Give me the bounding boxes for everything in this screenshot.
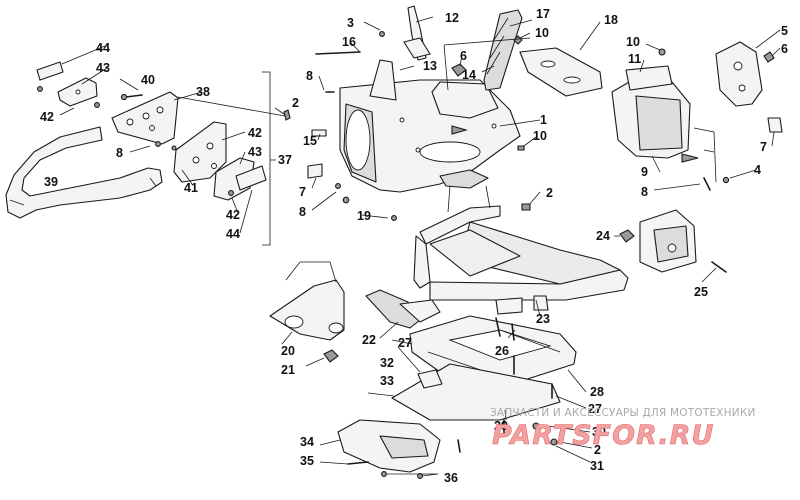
main-frame-group [365,185,727,339]
callout-4: 4 [754,163,761,177]
part-11 [625,65,673,91]
watermark: ЗАПЧАСТИ И АКСЕССУАРЫ ДЛЯ МОТОТЕХНИКИ PA… [490,407,756,451]
skid-plate-group [319,315,593,479]
callout-38: 38 [196,85,210,99]
callout-27: 27 [588,402,602,416]
callout-2: 2 [546,186,553,200]
callout-41: 41 [184,181,198,195]
callout-labels: 1 2 2 2 3 4 5 6 6 7 7 8 8 8 8 9 10 10 10… [40,7,788,485]
watermark-logo: PARTSFOR.RU [492,420,714,451]
callout-30: 30 [592,425,606,439]
callout-8: 8 [306,69,313,83]
bracket-5 [715,41,763,107]
callout-33: 33 [380,374,394,388]
callout-42: 42 [226,208,240,222]
callout-16: 16 [342,35,356,49]
callout-37: 37 [278,153,292,167]
callout-9: 9 [641,165,648,179]
callout-3: 3 [347,16,354,30]
callout-5: 5 [781,24,788,38]
callout-6: 6 [460,49,467,63]
callout-2: 2 [292,96,299,110]
callout-2: 2 [594,443,601,457]
callout-18: 18 [604,13,618,27]
callout-26: 26 [495,344,509,358]
watermark-tagline: ЗАПЧАСТИ И АКСЕССУАРЫ ДЛЯ МОТОТЕХНИКИ [490,407,756,419]
callout-42: 42 [248,126,262,140]
callout-31: 31 [590,459,604,473]
callout-28: 28 [590,385,604,399]
callout-40: 40 [141,73,155,87]
callout-8: 8 [641,185,648,199]
callout-32: 32 [380,356,394,370]
callout-39: 39 [44,175,58,189]
callout-19: 19 [357,209,371,223]
callout-27: 27 [398,336,412,350]
callout-14: 14 [462,68,476,82]
callout-43: 43 [96,61,110,75]
callout-7: 7 [760,140,767,154]
pad-17 [483,9,523,91]
callout-10: 10 [535,26,549,40]
callout-43: 43 [248,145,262,159]
callout-15: 15 [303,134,317,148]
plate-44-bottom [235,165,267,191]
callout-10: 10 [626,35,640,49]
callout-8: 8 [299,205,306,219]
callout-42: 42 [40,110,54,124]
bracket-43-bottom [213,157,255,201]
panel-18 [519,47,603,97]
callout-23: 23 [536,312,550,326]
callout-34: 34 [300,435,314,449]
callout-20: 20 [281,344,295,358]
bumper-bar-39 [5,126,163,219]
callout-25: 25 [694,285,708,299]
callout-13: 13 [423,59,437,73]
callout-12: 12 [445,11,459,25]
front-housing-group [283,5,541,221]
callout-22: 22 [362,333,376,347]
callout-24: 24 [596,229,610,243]
callout-8: 8 [116,146,123,160]
right-panel-group [519,21,783,191]
callout-6: 6 [781,42,788,56]
callout-29: 29 [494,419,508,433]
callout-35: 35 [300,454,314,468]
callout-21: 21 [281,363,295,377]
callout-10: 10 [533,129,547,143]
bracket-20-group [269,261,345,367]
callout-11: 11 [628,52,641,66]
callout-44: 44 [96,41,110,55]
bumper-group [5,45,286,246]
callout-1: 1 [540,113,547,127]
callout-17: 17 [536,7,550,21]
callout-7: 7 [299,185,306,199]
callout-36: 36 [444,471,458,485]
plate-44-top [36,61,64,81]
callout-44: 44 [226,227,240,241]
